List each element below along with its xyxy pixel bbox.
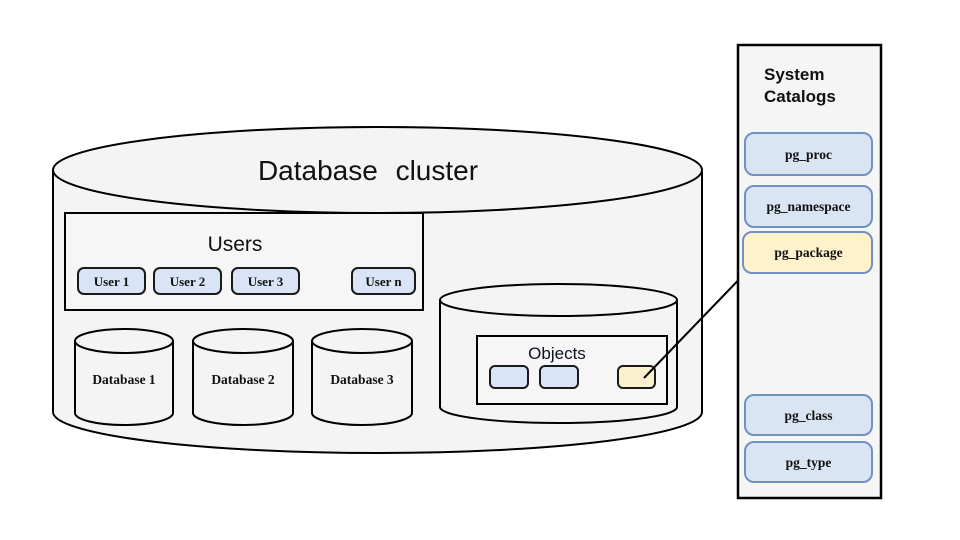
user-chip-3-label: User 3 — [248, 274, 284, 289]
objects-title: Objects — [528, 344, 586, 363]
objects-cylinder: Objects — [439, 283, 678, 424]
catalog-label-pg-proc: pg_proc — [785, 147, 832, 162]
object-chip-1 — [489, 365, 529, 389]
database-1-label: Database 1 — [92, 372, 156, 387]
user-chip-2: User 2 — [153, 267, 222, 295]
database-cylinder-2: Database 2 — [192, 328, 294, 426]
system-catalogs-panel: System Catalogs pg_proc pg_namespace pg_… — [736, 43, 883, 500]
catalog-label-pg-class: pg_class — [784, 408, 832, 423]
user-chip-2-label: User 2 — [170, 274, 206, 289]
database-cylinder-3: Database 3 — [311, 328, 413, 426]
user-chip-3: User 3 — [231, 267, 300, 295]
system-catalogs-title-line2: Catalogs — [764, 87, 836, 106]
users-title: Users — [208, 233, 263, 256]
catalog-box-pg-class: pg_class — [744, 394, 873, 436]
user-chip-1-label: User 1 — [94, 274, 130, 289]
cluster-title: Database cluster — [258, 155, 478, 186]
database-2-label: Database 2 — [211, 372, 275, 387]
database-3-label: Database 3 — [330, 372, 394, 387]
object-chip-highlighted — [617, 365, 656, 389]
catalog-box-pg-namespace: pg_namespace — [744, 185, 873, 228]
reference-arrow — [643, 265, 753, 379]
user-chip-1: User 1 — [77, 267, 146, 295]
object-chip-2 — [539, 365, 579, 389]
objects-box: Objects — [476, 335, 668, 405]
user-chip-n-label: User n — [365, 274, 402, 289]
database-cylinder-1: Database 1 — [74, 328, 174, 426]
catalog-box-pg-package: pg_package — [742, 231, 873, 274]
users-box: Users User 1 User 2 User 3 User n — [64, 212, 424, 311]
catalog-label-pg-package: pg_package — [774, 245, 842, 260]
catalog-label-pg-namespace: pg_namespace — [767, 199, 851, 214]
user-chip-n: User n — [351, 267, 416, 295]
catalog-box-pg-proc: pg_proc — [744, 132, 873, 176]
catalog-box-pg-type: pg_type — [744, 441, 873, 483]
system-catalogs-title-line1: System — [764, 65, 824, 84]
catalog-label-pg-type: pg_type — [786, 455, 832, 470]
